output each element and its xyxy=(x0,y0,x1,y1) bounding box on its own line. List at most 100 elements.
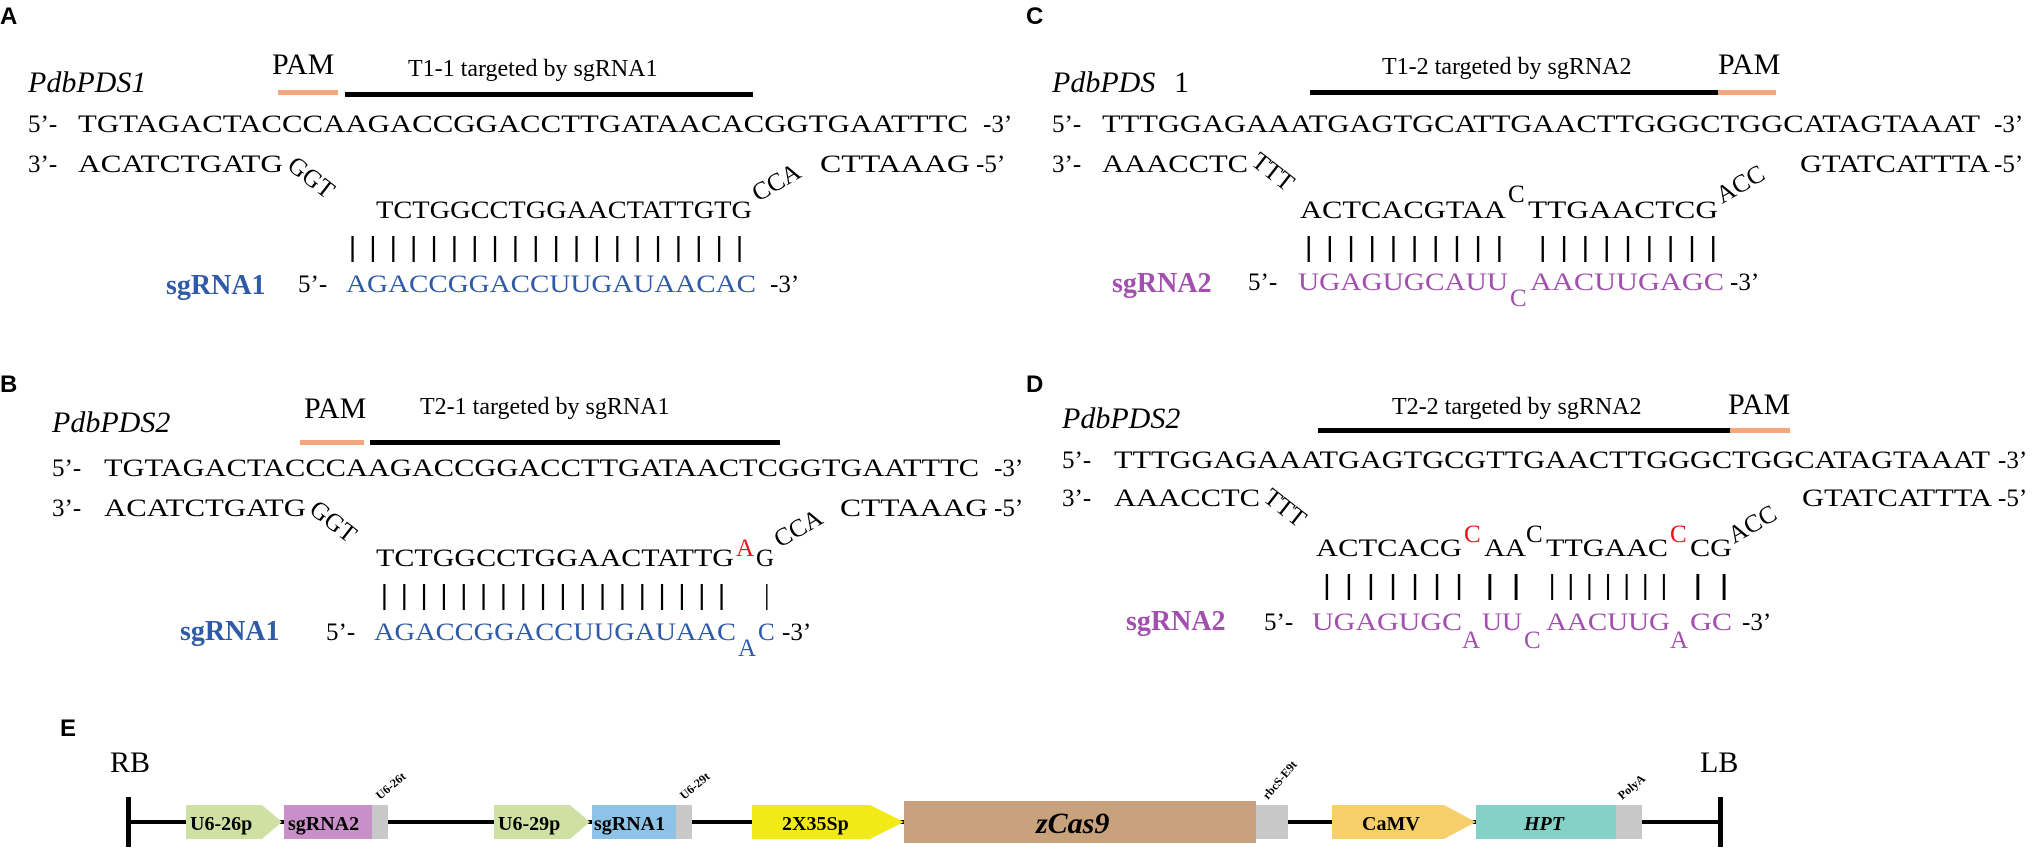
sg-name-c: sgRNA2 xyxy=(1112,268,1212,299)
polya-label: PolyA xyxy=(1615,771,1648,802)
rbcs-e9t-label: rbcS-E9t xyxy=(1260,758,1300,802)
bot-mid2-b: G xyxy=(756,545,774,572)
bot-right-bend-c: ACC xyxy=(1712,160,1770,209)
pair-ticks4-d: | | xyxy=(1692,570,1730,601)
gene-tail-c: 1 xyxy=(1174,66,1189,99)
target-label-b: T2-1 targeted by sgRNA1 xyxy=(420,394,670,420)
sg-name-d: sgRNA2 xyxy=(1126,606,1226,637)
rb-border xyxy=(126,797,131,847)
bot-right-bend-a: CCA xyxy=(748,158,806,207)
sg-suffix-b: -3’ xyxy=(782,619,811,646)
bot-prefix-d: 3’- xyxy=(1062,485,1091,512)
panel-d: D PdbPDS2 T2-2 targeted by sgRNA2 PAM 5’… xyxy=(1026,371,2027,654)
top-suffix-b: -3’ xyxy=(994,455,1023,482)
bot-left-a: ACATCTGATG xyxy=(78,151,283,178)
sg-bulge-c: C xyxy=(1510,285,1527,312)
lb-label: LB xyxy=(1700,746,1738,779)
pam-label-d: PAM xyxy=(1728,388,1790,421)
bot-prefix-b: 3’- xyxy=(52,495,81,522)
sg-bulge1-d: A xyxy=(1462,627,1480,654)
sg-suffix-a: -3’ xyxy=(770,271,799,298)
gene-name-d: PdbPDS2 xyxy=(1061,402,1180,435)
u6-29p-promoter-arrow xyxy=(494,805,590,839)
bot-d-d: CG xyxy=(1690,535,1732,562)
p2x35s-label: 2X35Sp xyxy=(782,813,849,835)
sgrna1-box xyxy=(592,805,676,839)
top-seq-a: TGTAGACTACCCAAGACCGGACCTTGATAACACGGTGAAT… xyxy=(78,111,968,138)
top-prefix-b: 5’- xyxy=(52,455,81,482)
bot-c-d: TTGAAC xyxy=(1546,535,1668,562)
bot-left-b: ACATCTGATG xyxy=(104,495,306,522)
panel-letter-c: C xyxy=(1026,3,1043,30)
sgrna2-label: sgRNA2 xyxy=(288,813,359,835)
zcas9-label: zCas9 xyxy=(1035,807,1109,840)
sgrna1-label: sgRNA1 xyxy=(594,813,665,835)
pair-ticks3-d: | | | | | | | xyxy=(1548,570,1668,601)
camv-promoter-arrow xyxy=(1332,805,1476,839)
polya-box xyxy=(1616,805,1642,839)
top-seq-d: TTTGGAGAAATGAGTGCGTTGAACTTGGGCTGGCATAGTA… xyxy=(1114,447,1990,474)
panel-letter-d: D xyxy=(1026,371,1043,398)
pam-bar-d xyxy=(1730,428,1790,433)
camv-label: CaMV xyxy=(1362,813,1420,835)
bot-suffix-d: -5’ xyxy=(1998,485,2027,512)
bot-left-bend-d: TTT xyxy=(1258,483,1311,532)
rb-label: RB xyxy=(110,746,150,779)
target-bar-b xyxy=(370,440,780,445)
sg-a-d: UGAGUGC xyxy=(1312,609,1462,636)
top-seq-b: TGTAGACTACCCAAGACCGGACCTTGATAACTCGGTGAAT… xyxy=(104,455,979,482)
bot-mid-b: TCTGGCCTGGAACTATTG xyxy=(376,545,734,572)
p2x35s-promoter-arrow xyxy=(752,805,904,839)
sg-suffix-c: -3’ xyxy=(1730,269,1759,296)
bot-left-bend-b: GGT xyxy=(304,495,361,548)
u6-29t-label: U6-29t xyxy=(677,769,713,802)
target-label-a: T1-1 targeted by sgRNA1 xyxy=(408,56,658,82)
sg-d-d: GC xyxy=(1690,609,1732,636)
sg-prefix-c: 5’- xyxy=(1248,269,1277,296)
target-bar-c xyxy=(1310,90,1720,95)
bot-suffix-b: -5’ xyxy=(994,495,1023,522)
bot-mid-a: TCTGGCCTGGAACTATTGTG xyxy=(376,197,752,224)
target-label-c: T1-2 targeted by sgRNA2 xyxy=(1382,54,1632,80)
hpt-box xyxy=(1476,805,1616,839)
sg-suffix-d: -3’ xyxy=(1742,609,1771,636)
pair-ticks-c: | | | | | | | | | | xyxy=(1304,232,1504,263)
bot-right-a: CTTAAAG xyxy=(820,151,970,178)
bot-left-d: AAACCTC xyxy=(1114,485,1260,512)
target-bar-d xyxy=(1318,428,1730,433)
bot-left-bend-c: TTT xyxy=(1246,147,1299,196)
pam-bar-b xyxy=(300,440,364,445)
pair-ticks-a: | | | | | | | | | | | | | | | | | | | | xyxy=(348,232,744,263)
u6-29t-box xyxy=(676,805,692,839)
bot-mismatch-b: A xyxy=(736,535,754,562)
gene-name-c: PdbPDS xyxy=(1051,66,1155,99)
pair-ticks2-d: | | xyxy=(1484,570,1522,601)
pam-label-b: PAM xyxy=(304,392,366,425)
sg-seq-b: AGACCGGACCUUGAUAAC xyxy=(374,619,736,646)
pair-ticks-b: | | | | | | | | | | | | | | | | | | xyxy=(380,580,726,611)
sg-seq2-c: AACUUGAGC xyxy=(1530,269,1724,296)
bot-suffix-a: -5’ xyxy=(976,151,1005,178)
bot-mid-c: ACTCACGTAA xyxy=(1300,197,1506,224)
panel-letter-e: E xyxy=(60,715,76,742)
bot-suffix-c: -5’ xyxy=(1994,151,2023,178)
sg-prefix-d: 5’- xyxy=(1264,609,1293,636)
sg-prefix-a: 5’- xyxy=(298,271,327,298)
sg-bulge2-d: C xyxy=(1524,627,1541,654)
sg-bulge-b: A xyxy=(738,635,756,662)
pam-label-a: PAM xyxy=(272,48,334,81)
target-bar-a xyxy=(345,92,753,97)
top-seq-c: TTTGGAGAAATGAGTGCATTGAACTTGGGCTGGCATAGTA… xyxy=(1102,111,1980,138)
pair-ticks2-c: | | | | | | | | | xyxy=(1538,232,1718,263)
pair-ticks-d: | | | | | | | xyxy=(1322,570,1464,601)
panel-letter-a: A xyxy=(0,3,17,30)
sg-name-a: sgRNA1 xyxy=(166,270,266,301)
sg-name-b: sgRNA1 xyxy=(180,616,280,647)
rbcs-e9t-box xyxy=(1256,805,1288,839)
top-prefix-a: 5’- xyxy=(28,111,57,138)
u6-26p-label: U6-26p xyxy=(190,813,252,835)
panel-b: B PdbPDS2 PAM T2-1 targeted by sgRNA1 5’… xyxy=(0,371,1023,662)
sg-bulge3-d: A xyxy=(1670,627,1688,654)
panel-c: C PdbPDS 1 T1-2 targeted by sgRNA2 PAM 5… xyxy=(1026,3,2023,312)
